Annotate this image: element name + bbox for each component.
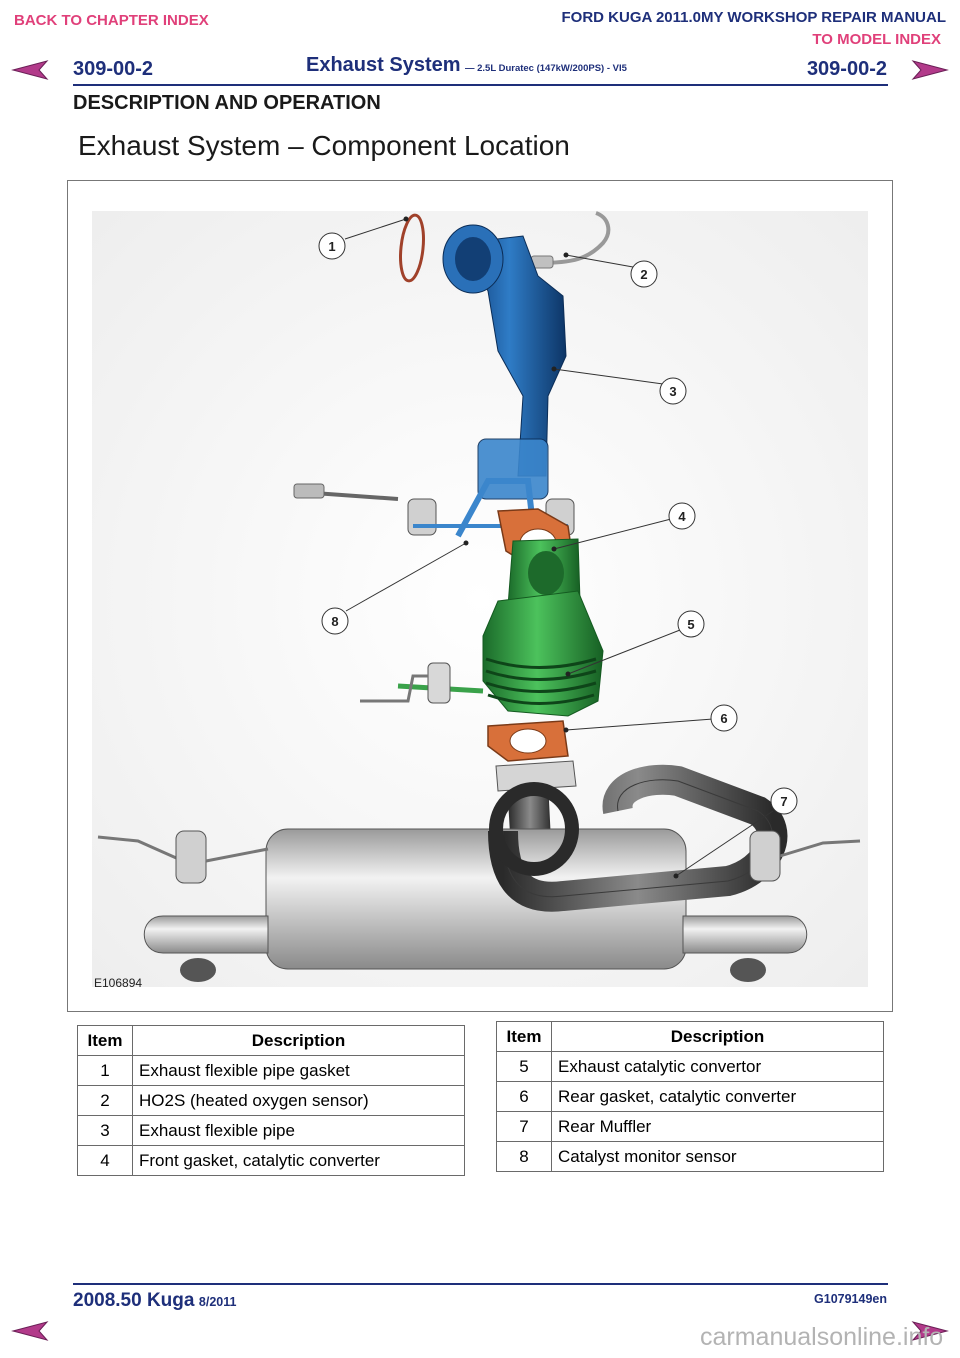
callout-3: 3	[659, 377, 687, 405]
next-page-arrow-icon[interactable]	[911, 59, 949, 81]
system-title: Exhaust System	[306, 54, 461, 76]
item-description: Front gasket, catalytic converter	[132, 1145, 465, 1176]
item-number: 7	[496, 1111, 552, 1142]
callout-2: 2	[630, 260, 658, 288]
svg-text:4: 4	[678, 509, 686, 524]
callout-8: 8	[321, 607, 349, 635]
table-header-row: Item Description	[496, 1021, 884, 1052]
page-heading: Exhaust System – Component Location	[78, 130, 570, 161]
footer-model-block: 2008.50 Kuga 8/2011	[73, 1290, 236, 1312]
item-number: 6	[496, 1081, 552, 1112]
item-description: Exhaust flexible pipe gasket	[132, 1055, 465, 1086]
item-number: 2	[77, 1085, 133, 1116]
item-description: Exhaust flexible pipe	[132, 1115, 465, 1146]
footer-rule	[73, 1283, 888, 1285]
system-subtitle: — 2.5L Duratec (147kW/200PS) - VI5	[464, 63, 627, 74]
item-description: Rear Muffler	[551, 1111, 884, 1142]
flexible-pipe-gasket	[399, 213, 425, 283]
footer-code: G1079149en	[814, 1292, 887, 1306]
item-number: 8	[496, 1141, 552, 1172]
callout-4: 4	[668, 502, 696, 530]
description-column-header: Description	[551, 1021, 884, 1052]
svg-text:7: 7	[780, 794, 787, 809]
previous-page-arrow-icon[interactable]	[11, 59, 49, 81]
item-number: 4	[77, 1145, 133, 1176]
svg-text:5: 5	[687, 617, 694, 632]
description-column-header: Description	[132, 1025, 465, 1056]
figure-id: E106894	[94, 976, 142, 990]
item-number: 3	[77, 1115, 133, 1146]
previous-page-arrow-icon[interactable]	[11, 1320, 49, 1342]
item-number: 1	[77, 1055, 133, 1086]
footer-model: 2008.50 Kuga	[73, 1290, 195, 1311]
header-rule	[73, 84, 888, 86]
page-number-right: 309-00-2	[806, 58, 887, 80]
callout-1: 1	[318, 232, 346, 260]
callout-7: 7	[770, 787, 798, 815]
item-column-header: Item	[77, 1025, 133, 1056]
section-title: DESCRIPTION AND OPERATION	[73, 92, 381, 114]
next-page-arrow-icon[interactable]	[911, 1320, 949, 1342]
figure-frame: E106894 1 2 3 4 5 6 7 8	[67, 180, 893, 1012]
to-model-index-link[interactable]: TO MODEL INDEX	[812, 31, 941, 48]
svg-text:1: 1	[328, 239, 335, 254]
item-description: Catalyst monitor sensor	[551, 1141, 884, 1172]
callout-6: 6	[710, 704, 738, 732]
svg-text:6: 6	[720, 711, 727, 726]
callout-5: 5	[677, 610, 705, 638]
back-to-chapter-index-link[interactable]: BACK TO CHAPTER INDEX	[14, 12, 209, 29]
item-column-header: Item	[496, 1021, 552, 1052]
item-description: HO2S (heated oxygen sensor)	[132, 1085, 465, 1116]
table-header-row: Item Description	[77, 1025, 465, 1056]
item-description: Rear gasket, catalytic converter	[551, 1081, 884, 1112]
item-description: Exhaust catalytic convertor	[551, 1051, 884, 1082]
manual-title: FORD KUGA 2011.0MY WORKSHOP REPAIR MANUA…	[561, 9, 947, 26]
exhaust-system-illustration: E106894 1 2 3 4 5 6 7 8	[92, 211, 868, 990]
item-number: 5	[496, 1051, 552, 1082]
page-number-left: 309-00-2	[73, 58, 154, 80]
svg-text:2: 2	[640, 267, 647, 282]
footer-date: 8/2011	[198, 1295, 237, 1309]
svg-text:3: 3	[669, 384, 676, 399]
svg-text:8: 8	[331, 614, 338, 629]
system-title-block: Exhaust System — 2.5L Duratec (147kW/200…	[306, 54, 627, 77]
watermark: carmanualsonline.info	[700, 1323, 944, 1351]
